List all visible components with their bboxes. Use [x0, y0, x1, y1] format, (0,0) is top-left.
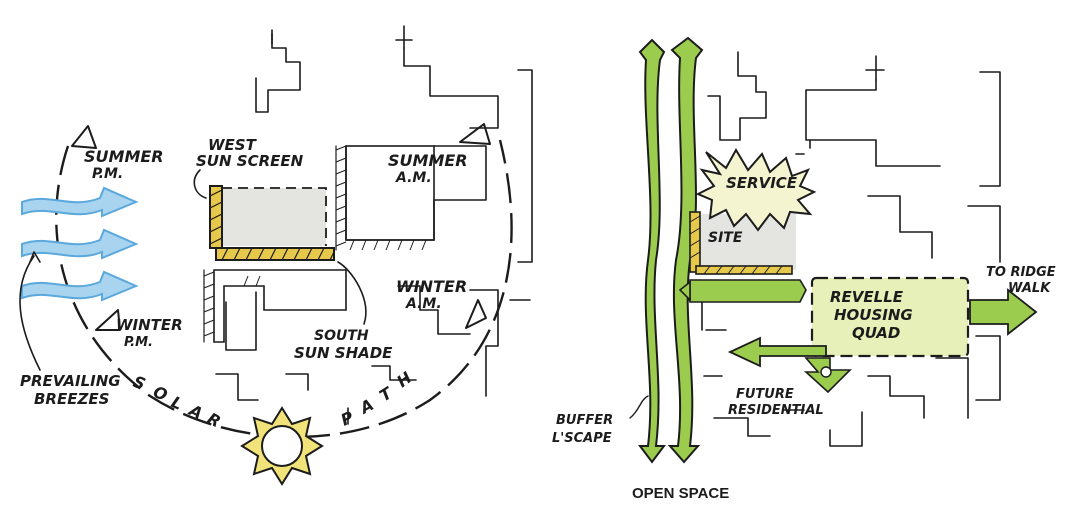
label-revelle: REVELLE	[830, 288, 904, 306]
path-letter-h: H	[393, 368, 415, 392]
leader-lines-right	[629, 395, 649, 419]
label-sunscreen: SUN SCREEN	[196, 152, 304, 170]
label-winter-am: WINTER	[396, 277, 467, 296]
label-to-ridge: TO RIDGE	[986, 265, 1056, 280]
label-quad: QUAD	[852, 324, 900, 342]
label-winter-pm: WINTER	[116, 316, 183, 334]
label-buffer: BUFFER	[556, 413, 613, 428]
solar-letter-s: S	[131, 372, 148, 394]
path-letter-p: P	[338, 407, 357, 429]
existing-building-east	[335, 145, 487, 251]
label-sun-shade: SUN SHADE	[294, 344, 393, 362]
solar-letter-l: L	[168, 392, 185, 414]
leader-lines	[19, 169, 367, 371]
context-building-outlines	[215, 25, 533, 425]
site-plan-diagram: SERVICE SITE REVELLE HOUSING QUAD TO RID…	[552, 36, 1056, 502]
path-letter-t: T	[376, 383, 396, 405]
label-summer-pm-time: P.M.	[92, 166, 123, 182]
to-ridge-walk-arrow	[969, 288, 1038, 336]
label-south: SOUTH	[314, 328, 369, 344]
existing-building-south	[203, 269, 347, 343]
sun-icon	[240, 406, 324, 486]
service-burst	[695, 148, 817, 232]
label-winter-pm-time: P.M.	[124, 335, 153, 350]
label-service: SERVICE	[726, 174, 798, 192]
revelle-housing-quad	[810, 276, 970, 358]
label-prevailing: PREVAILING	[20, 372, 121, 390]
solar-diagram: SUMMER P.M. WEST SUN SCREEN SUMMER A.M. …	[19, 25, 533, 486]
label-west: WEST	[208, 136, 258, 154]
caption-open-space: OPEN SPACE	[632, 485, 729, 502]
label-walk: WALK	[1008, 281, 1051, 296]
site-block	[689, 211, 796, 275]
label-site: SITE	[708, 230, 743, 246]
wind-arrow-icon	[21, 186, 139, 302]
south-sunshade-element	[215, 247, 335, 261]
context-building-outlines-right	[679, 51, 1001, 447]
label-winter-am-time: A.M.	[405, 296, 442, 312]
buffer-landscape-arrows	[638, 36, 704, 464]
label-housing: HOUSING	[834, 306, 913, 324]
label-future: FUTURE	[736, 387, 794, 402]
label-landscape: L'SCAPE	[552, 431, 612, 446]
label-summer-am: SUMMER	[388, 151, 468, 170]
green-connector	[689, 279, 807, 303]
solar-letter-a: A	[184, 400, 205, 423]
solar-letter-o: O	[151, 382, 171, 405]
proposed-building	[209, 185, 335, 261]
sun-position-markers	[71, 123, 491, 331]
label-summer-am-time: A.M.	[395, 170, 432, 186]
label-breezes: BREEZES	[34, 390, 109, 408]
label-residential: RESIDENTIAL	[728, 403, 824, 418]
path-letter-a: A	[355, 395, 377, 419]
future-residential-arrow	[727, 336, 827, 368]
label-summer-pm: SUMMER	[84, 147, 164, 166]
